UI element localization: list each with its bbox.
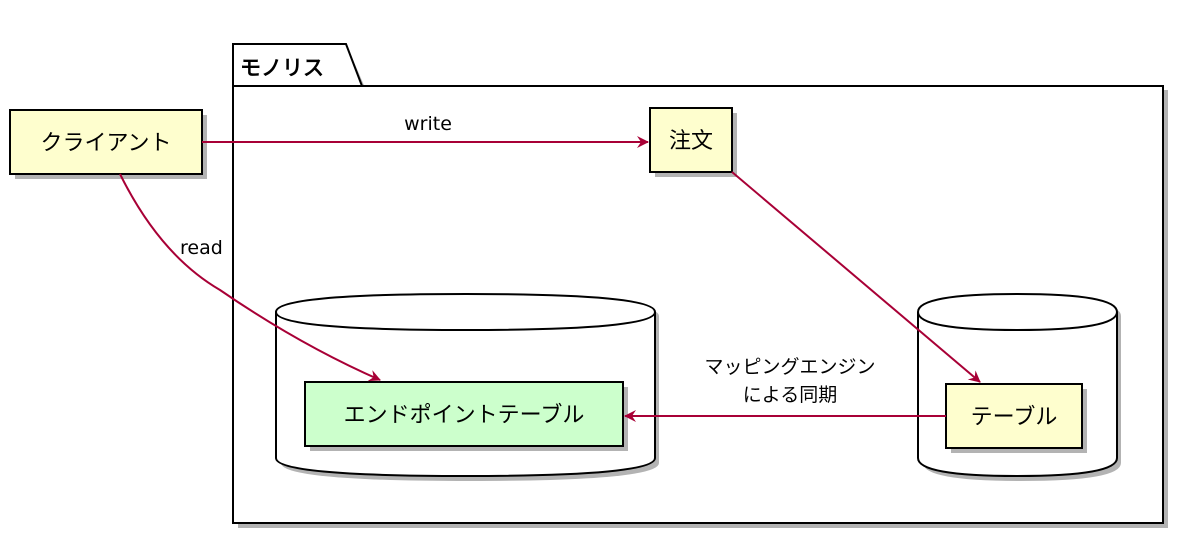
database-left-rim: [275, 311, 656, 332]
edge-read-label: read: [180, 237, 223, 259]
edge-sync-label-line1: マッピングエンジン: [704, 356, 875, 378]
edge-order-to-table-line: [731, 171, 981, 383]
node-table-label: テーブル: [971, 405, 1058, 430]
edge-write-label: write: [404, 113, 452, 135]
edge-read-line: [119, 173, 381, 382]
package-title: モノリス: [240, 56, 324, 80]
node-endpoint-table[interactable]: エンドポイントテーブル: [304, 381, 628, 451]
node-order-box: [649, 107, 733, 173]
node-order[interactable]: 注文: [649, 107, 737, 177]
edge-read: read: [119, 173, 381, 382]
edge-order-to-table: [731, 171, 981, 383]
edge-sync: マッピングエンジン による同期: [624, 356, 946, 422]
node-order-label: 注文: [669, 129, 713, 154]
edge-sync-label-line2: による同期: [743, 384, 837, 406]
node-endpoint-table-label: エンドポイントテーブル: [344, 403, 585, 428]
node-table[interactable]: テーブル: [945, 383, 1087, 453]
node-client-label: クライアント: [40, 131, 171, 156]
node-endpoint-table-box: [304, 381, 624, 447]
edge-write: write: [202, 113, 649, 148]
database-right-rim: [917, 311, 1118, 332]
node-client[interactable]: クライアント: [9, 109, 207, 179]
